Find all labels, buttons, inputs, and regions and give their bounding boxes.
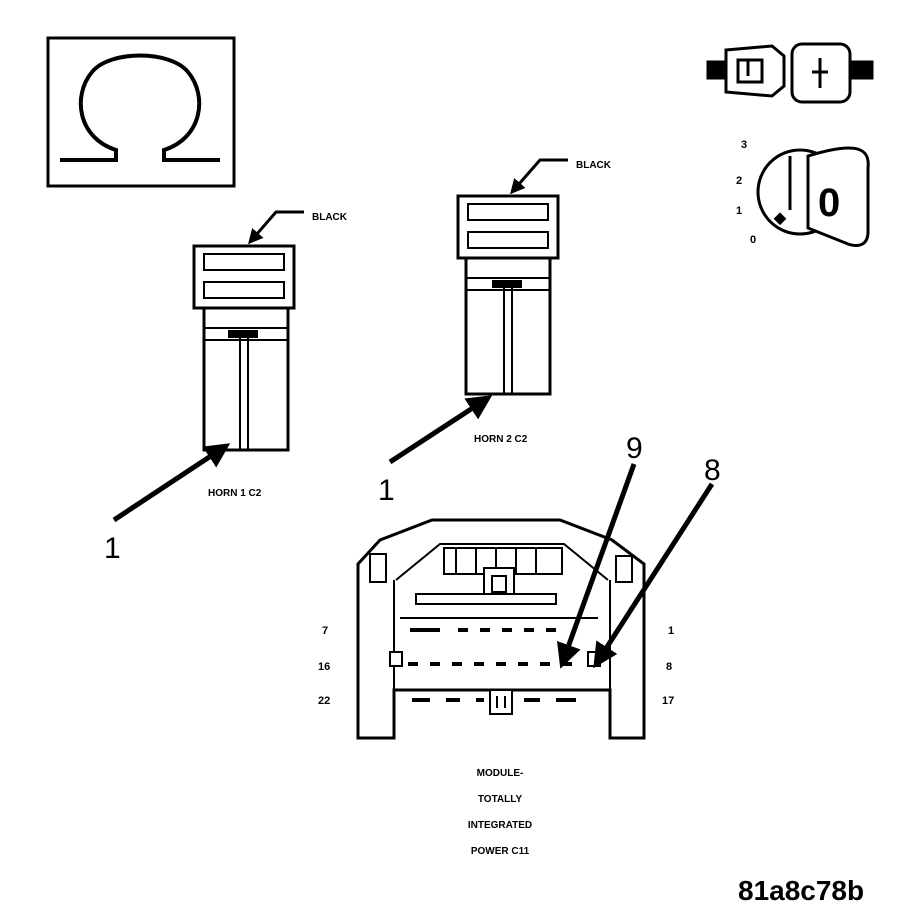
ohm-symbol-icon	[46, 36, 236, 188]
module-callout-9: 9	[626, 432, 643, 465]
module-caption-line-1: MODULE-	[477, 768, 524, 779]
module-row-label-left-1: 7	[322, 625, 328, 637]
ignition-position-0: 0	[750, 234, 756, 246]
module-row-label-right-1: 1	[668, 625, 674, 637]
module-row-label-left-2: 16	[318, 661, 330, 673]
module-c11-connector	[356, 518, 646, 740]
ignition-position-1: 1	[736, 205, 742, 217]
module-caption: MODULE- TOTALLY INTEGRATED POWER C11	[468, 768, 532, 857]
horn2-wire-color-leader	[510, 158, 568, 195]
module-row-label-right-3: 17	[662, 695, 674, 707]
ignition-position-2: 2	[736, 175, 742, 187]
module-row-label-right-2: 8	[666, 661, 672, 673]
ignition-key-icon: 3 2 1 0 0	[736, 139, 870, 247]
horn1-wire-color-leader	[248, 210, 304, 245]
horn1-connector	[192, 244, 296, 452]
module-pin9-arrow	[557, 463, 637, 669]
connector-pair-icon	[706, 42, 874, 104]
module-caption-line-4: POWER C11	[471, 846, 530, 857]
horn2-pin-arrow	[388, 395, 493, 465]
module-pin8-arrow	[593, 482, 715, 669]
ignition-key-label: 0	[818, 181, 840, 225]
module-caption-line-3: INTEGRATED	[468, 820, 532, 831]
horn1-caption: HORN 1 C2	[208, 488, 262, 499]
horn2-connector	[456, 194, 560, 396]
horn2-pin-callout: 1	[378, 474, 395, 507]
horn1-pin-callout: 1	[104, 532, 121, 565]
figure-id: 81a8c78b	[738, 875, 864, 906]
module-caption-line-2: TOTALLY	[478, 794, 523, 805]
horn2-caption: HORN 2 C2	[474, 434, 528, 445]
module-row-label-left-3: 22	[318, 695, 330, 707]
horn1-wire-color-label: BLACK	[312, 212, 348, 223]
ignition-position-3: 3	[741, 139, 747, 151]
horn2-wire-color-label: BLACK	[576, 160, 612, 171]
horn1-pin-arrow	[112, 443, 231, 523]
module-callout-8: 8	[704, 454, 721, 487]
